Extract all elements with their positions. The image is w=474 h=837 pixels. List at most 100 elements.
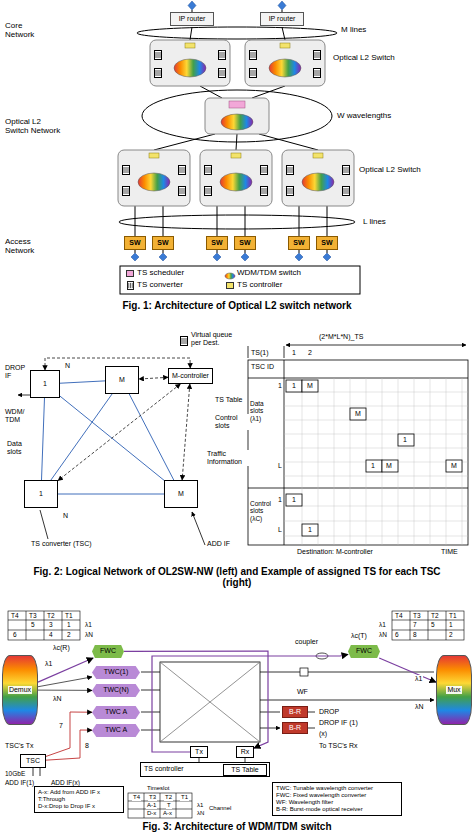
legend-item: WDM/TDM switch [226,269,301,278]
optical-line [33,672,434,776]
ts-converter-icon [181,337,188,346]
ts-converter-box: 1 [24,480,58,508]
wdm-tdm-switch [269,59,301,77]
label-text: L lines [362,218,387,227]
switch-box: SW [316,236,338,250]
node-text: FWC [356,647,372,655]
converter-hexagon: TWC(1) [92,666,140,679]
optical-switch [205,98,269,134]
process-box: TS Table [223,764,267,776]
wavelength-filter [300,668,308,676]
connector [139,377,168,379]
optical-line [33,768,40,776]
legend-text: TS controller [237,280,282,289]
slot-table [8,611,464,818]
label-text: 5 [430,621,436,628]
ts-controller [149,43,323,158]
leader-line [40,510,48,539]
ts-table-grid [284,420,468,421]
legend-item: TS controller [226,281,282,290]
process-box: Tx [190,746,208,758]
legend-text: TS converter [137,280,183,289]
label-text: A-1 [146,802,157,809]
assigned-slot [286,494,302,506]
slot-table [128,793,192,818]
network-diamond [278,1,286,10]
core-links [135,250,327,253]
node-text: Rx [241,748,250,756]
label-text: D-x [146,810,157,817]
node-text: IP router [269,15,296,23]
label-text: coupler [294,638,319,646]
label-text: λ1 [44,660,53,668]
receiver-box: B-R [282,706,308,718]
node-text: TWC(N) [103,686,129,694]
label-text: TS(1) [250,349,270,357]
label-text: Optical L2 Switch [358,166,422,175]
network-diamond [295,253,303,261]
label-text: 1 [291,382,297,390]
ts-converter-icon [343,187,350,196]
node-text: M [119,376,125,384]
label-text: L [277,526,283,534]
slot-table [392,611,464,640]
ts-controller [280,43,290,48]
legend-frame [120,266,360,294]
ts-table-grid [284,406,468,407]
assigned-slot [446,460,462,472]
ts-converter-icon [179,166,186,175]
label-text: Timeslot [146,785,170,792]
connector [51,394,112,480]
assigned-slot [398,434,414,446]
connector [42,398,45,480]
label-text: Data slots [6,440,34,456]
label-text: 8 [412,631,418,638]
connector [58,494,164,495]
figure-caption: Fig. 1: Architecture of Optical L2 switc… [121,300,352,311]
slot-table [8,611,80,640]
legend-text: TS scheduler [137,268,184,277]
ts-table-grid [286,345,466,346]
label-text: λc(R) [52,644,71,652]
ts-table-grid [414,378,415,545]
label-text: 1 [291,349,297,357]
ts-table-grid [248,345,468,545]
label-text: 6 [12,631,18,638]
converter-hexagon: FWC [348,645,380,658]
ts-table-grid [284,506,468,507]
ts-controller [185,43,195,48]
label-text: M lines [340,26,367,35]
wdm-tdm-switch [225,273,235,279]
legend-swatch [226,282,234,289]
label-text: (2*M*L*N)_TS [318,333,364,341]
label-text: Traffic Information [206,450,250,466]
leader-line [18,395,205,545]
converter-hexagon: TWC A [92,724,140,737]
ts-converter-icon [287,187,294,196]
label-text: M [450,462,458,470]
core-links [119,215,355,229]
controller-box: TS controllerTS Table [140,762,270,777]
ts-converter-box: M [164,480,198,508]
legend-swatch [126,270,134,277]
legend-frame [120,266,360,294]
node-text: SW [321,239,332,247]
label-text: T3 [148,794,157,801]
optical-line [260,672,434,700]
node-text: FWC: Fixed wavelength converter [276,792,366,799]
switch-box: SW [206,236,228,250]
network-diamond [241,253,249,261]
connector [46,730,92,760]
ts-controller [149,153,159,158]
converter-hexagon: TWC A [92,706,140,719]
core-links [142,90,332,142]
label-text: 2 [307,349,313,357]
label-text: ADD IF(x) [50,779,81,786]
label-text: 8 [84,742,90,750]
label-text: λ1 [378,621,387,628]
note-box: TWC: Tunable wavelength converterFWC: Fi… [272,782,402,816]
ts-converter-icon [127,282,133,290]
label-text: Destination: M-controller [296,548,374,556]
label-text: 4 [48,631,54,638]
core-links [137,27,337,39]
